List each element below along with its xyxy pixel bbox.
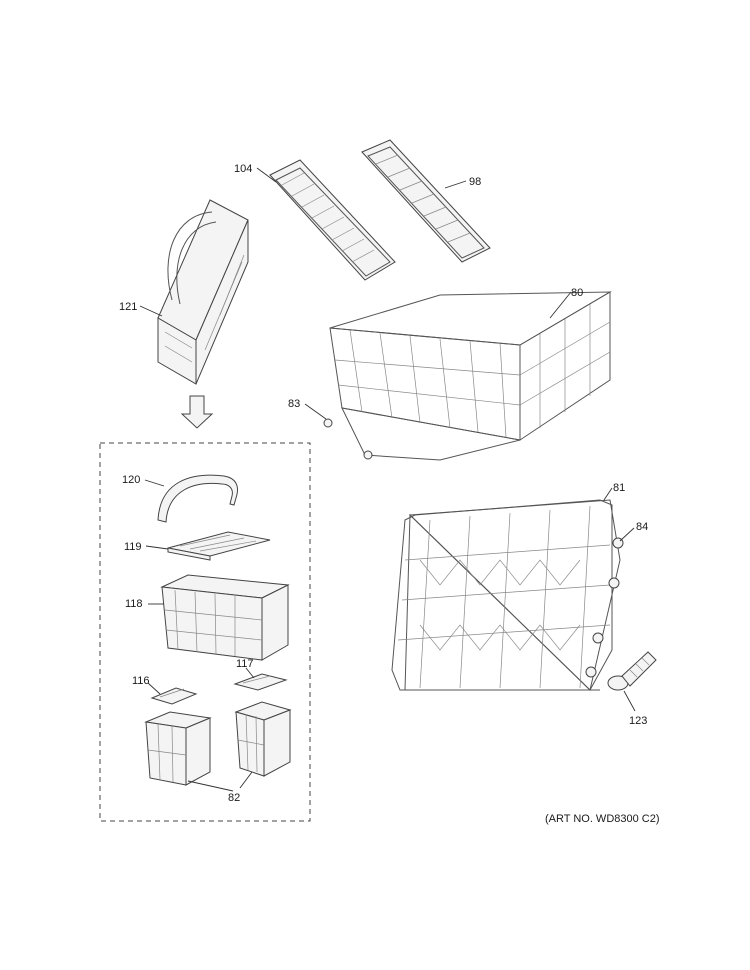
callout-82: 82 xyxy=(228,792,240,804)
part-118-basket[interactable] xyxy=(160,574,290,661)
part-123-stop[interactable] xyxy=(607,651,657,691)
down-arrow-icon xyxy=(180,395,214,429)
part-104-shelf[interactable] xyxy=(269,159,396,281)
part-80-upper-rack[interactable] xyxy=(323,291,612,461)
basket-parts-group xyxy=(99,442,311,822)
leader-lines xyxy=(139,167,636,792)
part-82-basket-left[interactable] xyxy=(144,711,212,786)
callout-83: 83 xyxy=(288,398,300,410)
callout-118: 118 xyxy=(125,598,143,610)
callout-104: 104 xyxy=(234,163,252,175)
part-120-handle[interactable] xyxy=(157,474,238,523)
part-81-lower-rack[interactable] xyxy=(391,499,624,691)
callout-80: 80 xyxy=(571,287,583,299)
callout-98: 98 xyxy=(469,176,481,188)
part-117-lid[interactable] xyxy=(233,673,288,691)
part-119-lid[interactable] xyxy=(167,531,271,561)
callout-121: 121 xyxy=(119,301,137,313)
callout-117: 117 xyxy=(236,658,254,670)
callout-84: 84 xyxy=(636,521,648,533)
callout-123: 123 xyxy=(629,715,647,727)
part-82-basket-right[interactable] xyxy=(234,701,292,777)
callout-116: 116 xyxy=(132,675,150,687)
callout-120: 120 xyxy=(122,474,140,486)
part-116-lid[interactable] xyxy=(150,687,198,705)
art-number: (ART NO. WD8300 C2) xyxy=(545,813,660,825)
callout-81: 81 xyxy=(613,482,625,494)
callout-119: 119 xyxy=(124,541,142,553)
part-98-shelf[interactable] xyxy=(361,139,491,263)
part-121-silverware-basket[interactable] xyxy=(157,199,249,385)
